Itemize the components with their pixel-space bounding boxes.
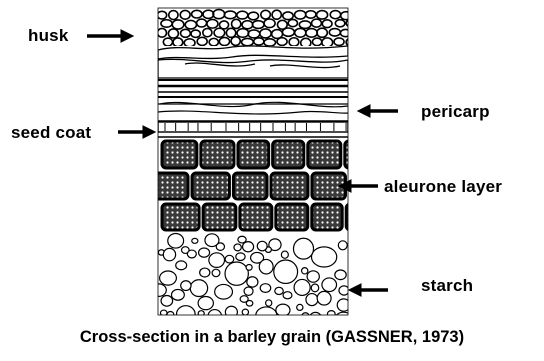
seed-coat-layer xyxy=(158,122,348,137)
starch-grain xyxy=(294,279,310,295)
starch-grain xyxy=(322,278,337,292)
aleurone-cell xyxy=(240,204,272,230)
starch-grain xyxy=(176,261,187,270)
starch-grain xyxy=(176,306,195,323)
starch-grain xyxy=(200,268,210,277)
starch-grain xyxy=(161,295,173,306)
starch-grain xyxy=(276,304,290,316)
aleurone-cell xyxy=(312,173,346,199)
figure-caption: Cross-section in a barley grain (GASSNER… xyxy=(0,328,544,347)
starch-grain xyxy=(327,311,335,318)
aleurone-cell xyxy=(271,173,308,199)
aleurone-cell xyxy=(238,141,269,168)
starch-grain xyxy=(317,291,331,305)
starch-grain xyxy=(246,265,252,271)
starch-grain xyxy=(160,271,177,285)
starch-label: starch xyxy=(421,277,473,294)
starch-grain xyxy=(293,238,313,259)
pericarp-label: pericarp xyxy=(421,103,490,120)
starch-grain xyxy=(283,292,292,299)
starch-grain xyxy=(205,234,219,247)
aleurone-cell xyxy=(152,173,188,199)
aleurone-cell xyxy=(233,173,267,199)
starch-grain xyxy=(297,304,303,310)
starch-grain xyxy=(311,284,319,292)
starch-grain xyxy=(275,287,283,294)
starch-grain xyxy=(259,259,273,274)
husk-label: husk xyxy=(28,27,68,44)
starch-grain xyxy=(302,268,308,274)
starch-grain xyxy=(225,255,234,263)
seed-coat-label: seed coat xyxy=(11,124,91,141)
aleurone-cell xyxy=(308,141,341,168)
starch-grain xyxy=(163,248,175,260)
starch-grain xyxy=(215,284,233,299)
starch-grain xyxy=(244,287,253,295)
starch-grain xyxy=(225,306,237,318)
aleurone-cell xyxy=(201,141,234,168)
aleurone-layer-label: aleurone layer xyxy=(384,178,502,195)
starch-grain xyxy=(172,289,185,300)
starch-grain xyxy=(247,277,258,287)
starch-grain xyxy=(260,284,271,293)
starch-grain xyxy=(151,284,166,297)
starch-grain xyxy=(168,233,184,248)
starch-grain xyxy=(234,244,241,251)
starch-grain xyxy=(339,286,349,295)
starch-grain xyxy=(192,238,198,243)
aleurone-cell xyxy=(276,204,308,230)
aleurone-cell xyxy=(192,173,229,199)
starch-grain xyxy=(257,241,267,250)
starch-grain xyxy=(238,236,246,243)
starch-grain xyxy=(243,242,254,252)
starch-grain xyxy=(338,241,347,250)
starch-grain xyxy=(242,309,248,315)
starch-grain xyxy=(209,253,225,268)
starch-grain xyxy=(225,262,248,285)
starch-grain xyxy=(212,269,220,277)
pericarp-layer xyxy=(158,80,348,121)
starch-grain xyxy=(312,247,337,267)
aleurone-cell xyxy=(162,204,199,230)
starch-grain xyxy=(309,312,321,324)
starch-grain xyxy=(335,270,346,280)
aleurone-cell xyxy=(162,141,197,168)
starch-grain xyxy=(236,253,245,261)
aleurone-cell xyxy=(346,204,379,230)
starch-grain xyxy=(198,296,213,309)
starch-grain xyxy=(187,250,196,258)
aleurone-cell xyxy=(273,141,304,168)
starch-grain xyxy=(266,300,272,306)
starch-grain xyxy=(190,280,207,297)
starch-grain xyxy=(246,301,253,307)
starch-grain xyxy=(302,313,309,319)
husk-layer xyxy=(157,8,357,78)
starch-grain xyxy=(208,310,221,323)
starch-grain xyxy=(306,294,318,306)
aleurone-cell xyxy=(345,141,382,168)
starch-grain xyxy=(181,281,191,291)
starch-grain xyxy=(274,260,298,283)
aleurone-cell xyxy=(203,204,236,230)
aleurone-cell xyxy=(312,204,342,230)
starch-layer xyxy=(151,233,353,328)
starch-grain xyxy=(281,251,288,258)
starch-grain xyxy=(199,248,210,257)
starch-grain xyxy=(307,271,319,282)
